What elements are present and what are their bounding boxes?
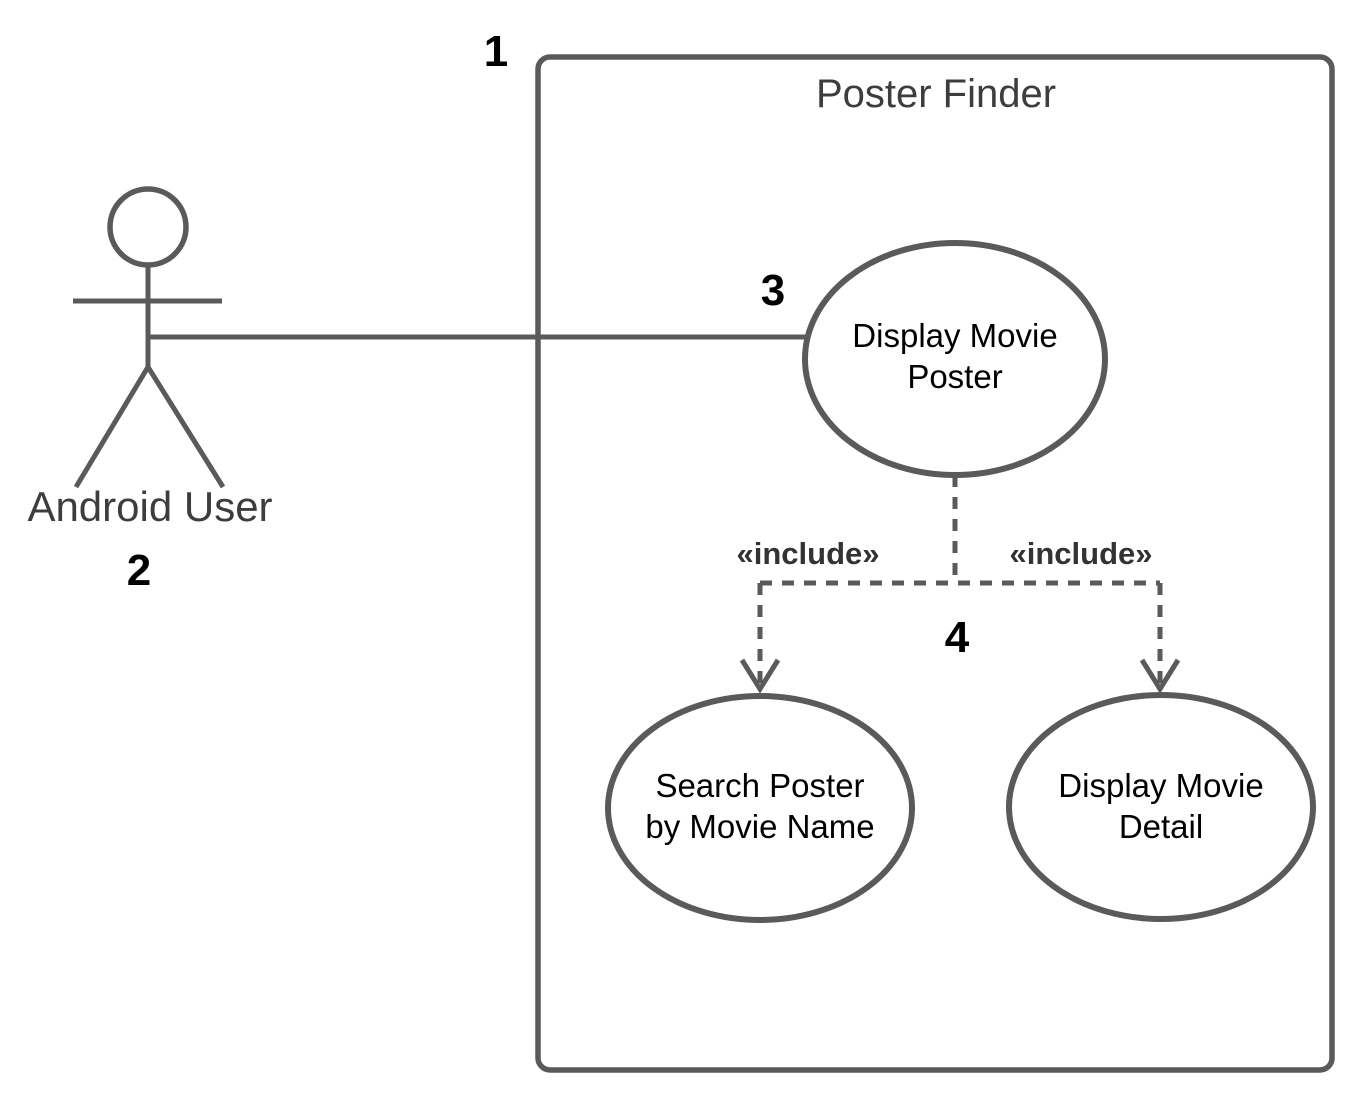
marker-include: 4 bbox=[945, 613, 970, 662]
actor-android-user bbox=[73, 186, 226, 489]
system-boundary-box bbox=[535, 54, 1335, 1073]
marker-actor: 2 bbox=[127, 546, 151, 595]
marker-use-case: 3 bbox=[761, 266, 785, 315]
use-case-display-movie-detail bbox=[1006, 692, 1316, 922]
use-case-search-poster-by-movie-name bbox=[605, 693, 915, 923]
include-arrowhead-right-icon bbox=[1139, 658, 1181, 694]
include-label-left: «include» bbox=[737, 536, 880, 571]
marker-system-boundary: 1 bbox=[484, 27, 508, 76]
use-case-display-movie-poster-label-line1: Display Movie bbox=[852, 317, 1057, 354]
use-case-display-movie-detail-label-line1: Display Movie bbox=[1058, 767, 1263, 804]
actor-leg-right bbox=[145, 365, 226, 489]
include-arrowhead-left-icon bbox=[739, 658, 781, 694]
use-case-display-movie-poster-label-line2: Poster bbox=[907, 358, 1002, 395]
use-case-display-movie-detail-label-line2: Detail bbox=[1119, 808, 1203, 845]
actor-leg-left bbox=[73, 365, 151, 489]
use-case-search-poster-label-line1: Search Poster bbox=[655, 767, 864, 804]
system-boundary-title: Poster Finder bbox=[816, 72, 1056, 116]
actor-label: Android User bbox=[27, 483, 272, 530]
include-label-right: «include» bbox=[1010, 536, 1153, 571]
use-case-search-poster-label-line2: by Movie Name bbox=[645, 808, 874, 845]
actor-head bbox=[107, 186, 189, 268]
